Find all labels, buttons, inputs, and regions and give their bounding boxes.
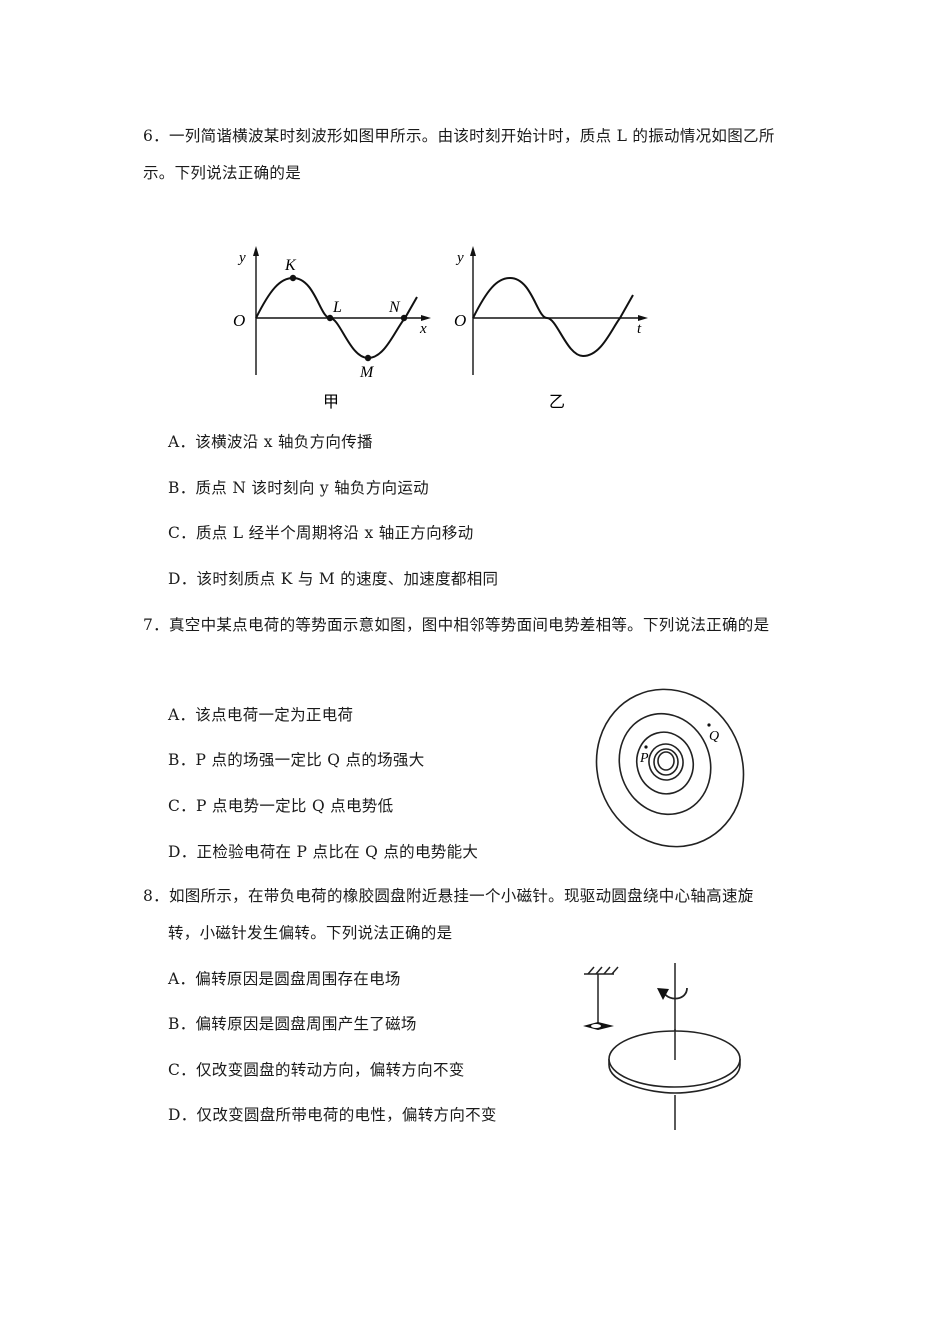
q6-number: 6． <box>143 127 169 145</box>
t-axis-arrow-icon <box>638 315 648 321</box>
svg-text:y: y <box>455 250 464 266</box>
svg-text:y: y <box>237 250 246 266</box>
x-axis-arrow-icon <box>421 315 431 321</box>
rotation-arrow-icon <box>663 987 688 1000</box>
q6-stem-line1: 6．一列简谐横波某时刻波形如图甲所示。由该时刻开始计时，质点 L 的振动情况如图… <box>143 126 775 146</box>
ceiling-support-icon <box>584 966 619 1025</box>
q7-option-b: B．P 点的场强一定比 Q 点的场强大 <box>168 751 425 769</box>
svg-text:O: O <box>233 311 245 330</box>
wave-figure-jia: y O x K L M N 甲 <box>233 246 431 411</box>
svg-text:L: L <box>332 299 342 316</box>
rotating-disc-figure <box>583 963 741 1130</box>
q8-option-c: C．仅改变圆盘的转动方向，偏转方向不变 <box>168 1061 465 1079</box>
svg-text:M: M <box>359 364 375 381</box>
q8-number: 8． <box>143 887 169 905</box>
y-axis-arrow-icon <box>253 246 259 256</box>
svg-text:t: t <box>637 321 642 337</box>
svg-text:O: O <box>454 311 466 330</box>
q7-stem-text: 真空中某点电荷的等势面示意如图，图中相邻等势面间电势差相等。下列说法正确的是 <box>168 616 770 634</box>
q8-stem-line2: 转，小磁针发生偏转。下列说法正确的是 <box>168 924 453 942</box>
y-axis-arrow-icon <box>470 246 476 256</box>
q6-option-c: C．质点 L 经半个周期将沿 x 轴正方向移动 <box>168 524 474 542</box>
svg-text:x: x <box>419 321 427 337</box>
svg-text:乙: 乙 <box>549 394 565 411</box>
q7-stem-line1: 7．真空中某点电荷的等势面示意如图，图中相邻等势面间电势差相等。下列说法正确的是 <box>143 615 769 635</box>
q8-option-a: A．偏转原因是圆盘周围存在电场 <box>168 970 401 988</box>
q8-option-b: B．偏转原因是圆盘周围产生了磁场 <box>168 1015 417 1033</box>
q7-option-c: C．P 点电势一定比 Q 点电势低 <box>168 797 394 815</box>
q8-stem-line1: 8．如图所示，在带负电荷的橡胶圆盘附近悬挂一个小磁针。现驱动圆盘绕中心轴高速旋 <box>143 886 754 906</box>
q8-stem-text: 如图所示，在带负电荷的橡胶圆盘附近悬挂一个小磁针。现驱动圆盘绕中心轴高速旋 <box>168 887 754 905</box>
svg-text:N: N <box>388 299 401 316</box>
svg-text:P: P <box>639 751 649 766</box>
vibration-figure-yi: y O t 乙 <box>454 246 648 411</box>
svg-text:甲: 甲 <box>323 394 339 411</box>
q6-stem-text: 一列简谐横波某时刻波形如图甲所示。由该时刻开始计时，质点 L 的振动情况如图乙所 <box>168 127 775 145</box>
equipotential-figure: P Q <box>595 688 745 848</box>
q7-option-d: D．正检验电荷在 P 点比在 Q 点的电势能大 <box>168 843 479 861</box>
q7-number: 7． <box>143 616 169 634</box>
svg-text:K: K <box>284 257 297 274</box>
q8-option-d: D．仅改变圆盘所带电荷的电性，偏转方向不变 <box>168 1106 497 1124</box>
q7-option-a: A．该点电荷一定为正电荷 <box>168 706 354 724</box>
q6-option-d: D．该时刻质点 K 与 M 的速度、加速度都相同 <box>168 570 499 588</box>
q6-stem-line2: 示。下列说法正确的是 <box>143 164 302 182</box>
q6-option-a: A．该横波沿 x 轴负方向传播 <box>168 433 373 451</box>
svg-text:Q: Q <box>709 729 719 744</box>
q6-option-b: B．质点 N 该时刻向 y 轴负方向运动 <box>168 479 429 497</box>
